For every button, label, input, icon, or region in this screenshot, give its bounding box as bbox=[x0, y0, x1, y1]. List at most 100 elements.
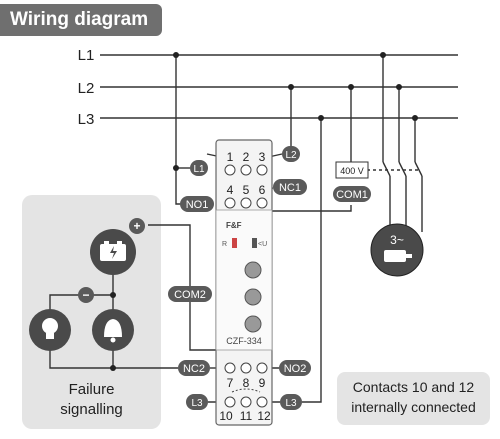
terminal-label: 5 bbox=[243, 183, 250, 197]
tag-l1-label: L1 bbox=[193, 164, 205, 175]
tag-com1 bbox=[333, 186, 371, 202]
tag-no1 bbox=[180, 196, 214, 212]
tag-no2-label: NO2 bbox=[284, 363, 307, 375]
contactor-coil bbox=[335, 161, 369, 179]
junction-dot bbox=[173, 52, 179, 58]
title-bar bbox=[0, 4, 162, 36]
screw-terminal-icon[interactable] bbox=[256, 164, 268, 176]
device-brand: F&F bbox=[226, 221, 242, 230]
failure-signalling-label: Failure signalling bbox=[22, 380, 161, 420]
led-u-label: <U bbox=[258, 241, 267, 248]
tag-nc2 bbox=[178, 360, 210, 376]
terminal-label: 10 bbox=[219, 409, 233, 423]
contact-switch-3 bbox=[414, 161, 423, 177]
battery-terminal bbox=[104, 241, 109, 244]
lamp-base bbox=[46, 333, 54, 339]
failure-line-1: Failure bbox=[68, 381, 115, 398]
contact-switch-2 bbox=[398, 161, 407, 177]
terminal-label: 3 bbox=[259, 150, 266, 164]
screw-terminal-icon[interactable] bbox=[256, 197, 268, 209]
phase-label-l2: L2 bbox=[78, 80, 95, 97]
tag-l3-right bbox=[280, 394, 302, 410]
screw-terminal-icon[interactable] bbox=[240, 197, 252, 209]
contact-switch-1 bbox=[382, 161, 391, 177]
connection-tags: L1 L2 NC1 NO1 COM1 COM2 NC2 NO2 L3 L3 bbox=[168, 146, 371, 410]
terminal-label: 4 bbox=[227, 183, 234, 197]
led-r-icon bbox=[232, 238, 237, 248]
battery-plus-label: + bbox=[133, 219, 140, 233]
phase-label-l3: L3 bbox=[78, 111, 95, 128]
screw-terminal-icon[interactable] bbox=[224, 164, 236, 176]
motor-body-icon bbox=[384, 250, 406, 262]
lamp-bulb bbox=[42, 318, 58, 334]
screw-terminal-icon[interactable] bbox=[224, 197, 236, 209]
junction-dot bbox=[396, 84, 402, 90]
motor-icon: 3~ bbox=[370, 223, 424, 277]
junction-dot bbox=[380, 52, 386, 58]
screw-terminal-icon[interactable] bbox=[240, 164, 252, 176]
motor-shaft-icon bbox=[406, 254, 412, 258]
tag-nc2-label: NC2 bbox=[183, 363, 205, 375]
page-title: Wiring diagram bbox=[10, 9, 149, 30]
battery-minus-badge bbox=[78, 287, 94, 303]
relay-device: F&F R <U CZF-334 1 2 3 4 5 6 7 8 9 10 11 bbox=[215, 139, 273, 426]
terminal-label: 12 bbox=[257, 409, 271, 423]
terminal-label: 7 bbox=[227, 376, 234, 390]
junction-dot bbox=[110, 292, 116, 298]
led-r-label: R bbox=[222, 241, 227, 248]
terminal-label: 9 bbox=[259, 376, 266, 390]
terminal-label: 6 bbox=[259, 183, 266, 197]
wire-com1 bbox=[259, 203, 352, 212]
terminal-label: 2 bbox=[243, 150, 250, 164]
battery-plus-badge bbox=[129, 218, 145, 234]
knob-1-icon[interactable] bbox=[244, 261, 262, 279]
terminal-label: 11 bbox=[240, 409, 253, 423]
battery-icon bbox=[90, 229, 136, 275]
bell-icon bbox=[92, 309, 134, 351]
battery-minus-label: − bbox=[82, 288, 89, 302]
screw-terminal-icon[interactable] bbox=[240, 396, 252, 408]
junction-dot bbox=[110, 365, 116, 371]
tag-com2-label: COM2 bbox=[174, 289, 206, 301]
contactor-coil-label: 400 V bbox=[340, 166, 364, 176]
device-front-panel bbox=[215, 209, 273, 351]
screw-terminal-icon[interactable] bbox=[224, 396, 236, 408]
device-model: CZF-334 bbox=[226, 336, 262, 346]
tag-no1-label: NO1 bbox=[186, 199, 209, 211]
tag-com2 bbox=[168, 286, 212, 302]
tag-l1 bbox=[190, 160, 208, 176]
screw-terminal-icon[interactable] bbox=[256, 396, 268, 408]
screw-terminal-icon[interactable] bbox=[256, 362, 268, 374]
tag-l3-right-label: L3 bbox=[285, 398, 297, 409]
junction-dot bbox=[348, 84, 354, 90]
note-line-2: internally connected bbox=[351, 399, 476, 415]
junction-dot bbox=[288, 84, 294, 90]
screw-terminal-icon[interactable] bbox=[224, 362, 236, 374]
wire-l1-no1 bbox=[175, 55, 205, 205]
junction-dots bbox=[110, 52, 418, 371]
motor-label: 3~ bbox=[390, 233, 404, 247]
tag-nc1-label: NC1 bbox=[279, 182, 301, 194]
note-text: Contacts 10 and 12 internally connected bbox=[337, 377, 490, 417]
wire-l3 bbox=[302, 118, 322, 403]
bell-clapper bbox=[110, 337, 116, 343]
tag-l3-left-label: L3 bbox=[191, 398, 203, 409]
note-panel bbox=[337, 372, 490, 425]
screw-terminal-icon[interactable] bbox=[240, 362, 252, 374]
junction-dot bbox=[318, 115, 324, 121]
lamp-icon bbox=[29, 309, 71, 351]
battery-terminal bbox=[117, 241, 122, 244]
knob-2-icon[interactable] bbox=[244, 288, 262, 306]
tag-no2 bbox=[279, 360, 311, 376]
tag-l2-label: L2 bbox=[285, 150, 297, 161]
terminal-label: 1 bbox=[227, 150, 234, 164]
failure-line-2: signalling bbox=[60, 401, 123, 418]
knob-3-icon[interactable] bbox=[244, 315, 262, 333]
note-line-1: Contacts 10 and 12 bbox=[352, 379, 475, 395]
junction-dot bbox=[173, 165, 179, 171]
bolt-icon bbox=[110, 246, 117, 259]
junction-dot bbox=[412, 115, 418, 121]
tag-l3-left bbox=[186, 394, 208, 410]
tag-nc1 bbox=[273, 179, 307, 195]
